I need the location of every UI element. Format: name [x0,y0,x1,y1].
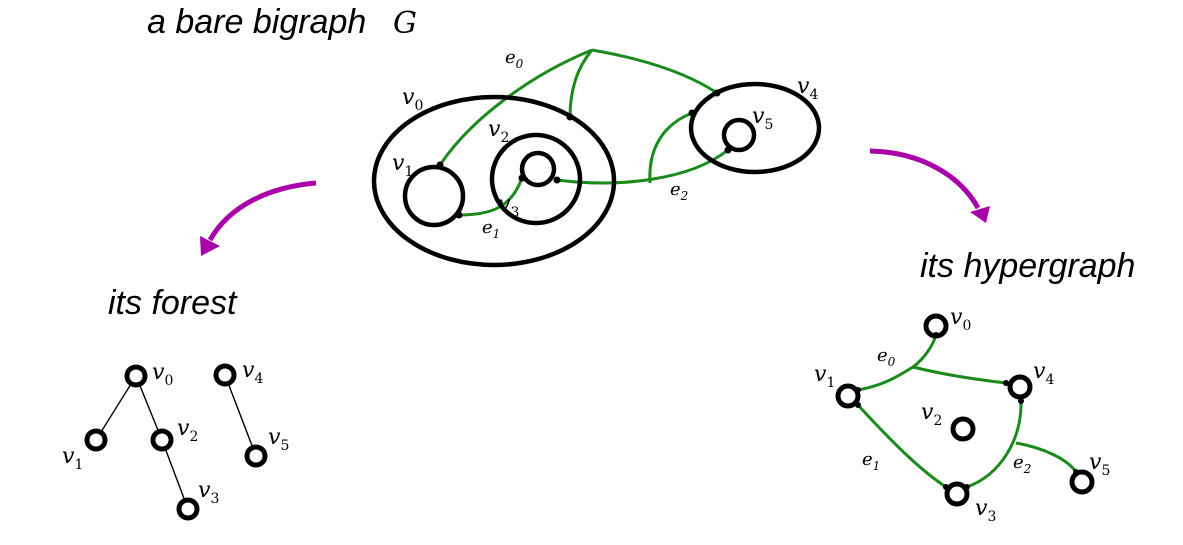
forest-node-v4 [213,363,237,387]
hyper-port [1018,398,1024,404]
forest-node-v2 [150,428,174,452]
hyper-port [964,484,970,490]
bigraph-node-v0 [371,94,617,268]
hypergraph: v0 v1 v2 v3 v4 v5 e0 e1 e2 [814,305,1110,525]
forest-node-v0 [124,364,148,388]
title-forest: its forest [108,284,238,322]
bigraph-label-v2: v2 [488,117,509,146]
forest-label-v5: v5 [268,425,289,454]
bigraph-node-v5 [721,117,757,153]
hyper-port [855,387,861,393]
hyper-label-e0: e0 [877,345,896,369]
title-hypergraph: its hypergraph [920,247,1135,285]
forest-edge-v0-v1 [95,375,137,441]
hyper-label-v4: v4 [1033,359,1054,388]
bigraph-label-e0: e0 [505,47,524,71]
hyper-port [933,332,939,338]
bigraph-port [713,89,721,97]
arrow-to-forest [200,180,317,256]
hyper-label-v3: v3 [975,496,996,525]
hyper-label-e1: e1 [862,449,880,473]
forest-label-v3: v3 [198,478,219,507]
hyper-label-v0: v0 [950,305,971,334]
bigraph-port [724,146,732,154]
hyper-node-v5 [1069,469,1095,495]
forest-label-v1: v1 [62,444,83,473]
forest: v0 v1 v2 v3 v4 v5 [62,358,289,521]
forest-label-v2: v2 [177,416,198,445]
bigraph-label-v5: v5 [752,104,773,133]
bigraph-label-e1: e1 [482,217,500,241]
hyper-node-v3 [944,481,970,507]
title-bare-bigraph: a bare bigraph [147,3,366,41]
forest-edge-v0-v2 [135,375,163,441]
hyper-label-v5: v5 [1089,450,1110,479]
hyper-port [1073,469,1079,475]
title-bigraph-symbol: G [393,6,417,41]
forest-label-v4: v4 [242,358,263,387]
forest-node-v5 [244,444,268,468]
bigraph-node-v4 [688,81,822,175]
bigraph-node-v2 [489,132,583,226]
bigraph-port [518,174,526,182]
bigraph-edge-e0 [438,48,718,166]
bigraph-label-v3: v3 [498,192,519,221]
bigraph-port [455,211,463,219]
hyper-label-v1: v1 [814,362,835,391]
hyper-label-e2: e2 [1013,452,1031,476]
bigraph-label-v1: v1 [392,151,413,180]
forest-edge-v2-v3 [161,439,189,510]
forest-node-v3 [176,497,200,521]
bigraph-node-v3 [519,150,557,188]
bigraph-port [436,161,444,169]
forest-node-v1 [84,428,108,452]
hyper-node-v4 [1007,374,1033,400]
hyper-label-v2: v2 [921,400,942,429]
hyper-edge-e2 [966,400,1078,489]
hyper-port [1003,380,1009,386]
hyper-node-v1 [835,383,861,409]
forest-label-v0: v0 [152,360,173,389]
bigraph-g: v0 v1 v2 v3 v4 v5 e0 e1 e2 [371,47,822,268]
bigraph-port [553,176,561,184]
bigraph-port [688,109,696,117]
bigraph-label-v0: v0 [402,85,423,114]
forest-edge-v4-v5 [224,374,257,457]
hyper-port [855,402,861,408]
bigraph-node-v1 [402,164,466,228]
hyper-port [943,484,949,490]
hyper-edge-e1 [856,403,947,489]
bigraph-label-v4: v4 [797,74,818,103]
bigraph-label-e2: e2 [670,179,688,203]
arrow-to-hypergraph [869,148,990,223]
hyper-node-v2 [950,416,976,442]
bigraph-port [566,113,574,121]
